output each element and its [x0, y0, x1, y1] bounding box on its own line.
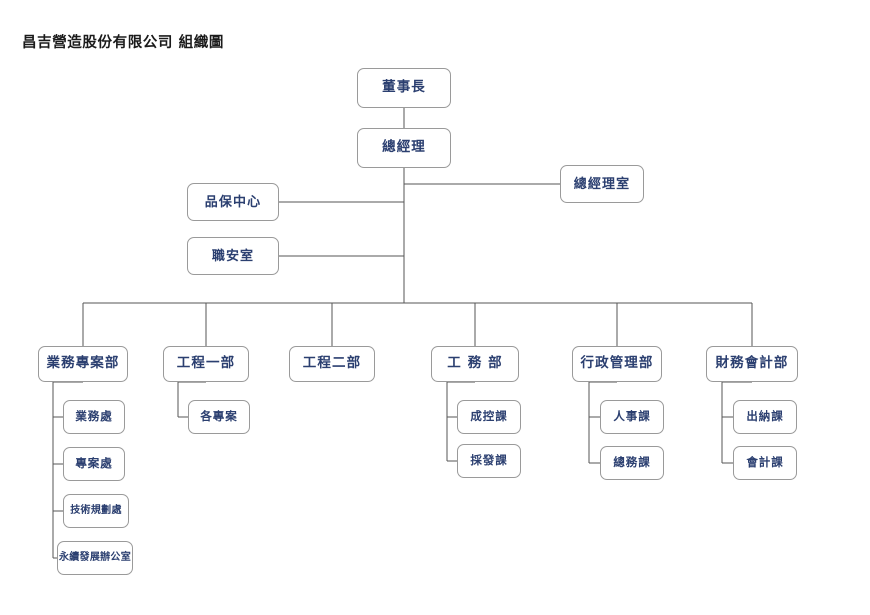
node-label: 總務課	[613, 455, 651, 470]
node-label: 成控課	[470, 409, 508, 424]
node-dept-engineering-1[interactable]: 工程一部	[163, 346, 249, 382]
node-dept-business[interactable]: 業務專案部	[38, 346, 128, 382]
node-dept-finance-accounting[interactable]: 財務會計部	[706, 346, 798, 382]
node-label: 行政管理部	[580, 355, 654, 372]
node-sub-business-division[interactable]: 業務處	[63, 400, 125, 434]
node-label: 人事課	[613, 409, 651, 424]
node-sub-project-division[interactable]: 專案處	[63, 447, 125, 481]
node-sub-accounting[interactable]: 會計課	[733, 446, 797, 480]
node-dept-administration[interactable]: 行政管理部	[572, 346, 662, 382]
node-label: 技術規劃處	[70, 505, 122, 516]
node-sub-human-resources[interactable]: 人事課	[600, 400, 664, 434]
node-label: 工 務 部	[447, 355, 503, 372]
node-sub-tech-planning-division[interactable]: 技術規劃處	[63, 494, 129, 528]
page-title: 昌吉營造股份有限公司 組織圖	[22, 34, 224, 51]
node-label: 永續發展辦公室	[58, 552, 132, 563]
node-label: 總經理	[382, 139, 426, 156]
node-sub-general-affairs[interactable]: 總務課	[600, 446, 664, 480]
node-label: 工程二部	[302, 355, 362, 372]
node-sub-cost-control[interactable]: 成控課	[457, 400, 521, 434]
node-label: 財務會計部	[715, 355, 789, 372]
node-label: 董事長	[382, 79, 426, 96]
node-sub-procurement[interactable]: 採發課	[457, 444, 521, 478]
node-label: 總經理室	[573, 176, 631, 192]
node-label: 品保中心	[204, 194, 262, 210]
node-label: 各專案	[200, 409, 238, 424]
node-gm-office[interactable]: 總經理室	[560, 165, 644, 203]
node-general-manager[interactable]: 總經理	[357, 128, 451, 168]
node-sub-cashier[interactable]: 出納課	[733, 400, 797, 434]
node-label: 業務專案部	[46, 355, 120, 372]
node-label: 出納課	[746, 409, 784, 424]
node-dept-engineering-2[interactable]: 工程二部	[289, 346, 375, 382]
node-label: 職安室	[211, 248, 255, 264]
node-safety-office[interactable]: 職安室	[187, 237, 279, 275]
node-label: 工程一部	[176, 355, 236, 372]
node-qa-center[interactable]: 品保中心	[187, 183, 279, 221]
node-sub-sustainability-office[interactable]: 永續發展辦公室	[57, 541, 133, 575]
node-label: 業務處	[75, 409, 113, 424]
node-label: 會計課	[746, 455, 784, 470]
node-dept-works[interactable]: 工 務 部	[431, 346, 519, 382]
node-label: 專案處	[75, 456, 113, 471]
node-chairman[interactable]: 董事長	[357, 68, 451, 108]
node-sub-projects[interactable]: 各專案	[188, 400, 250, 434]
node-label: 採發課	[470, 453, 508, 468]
